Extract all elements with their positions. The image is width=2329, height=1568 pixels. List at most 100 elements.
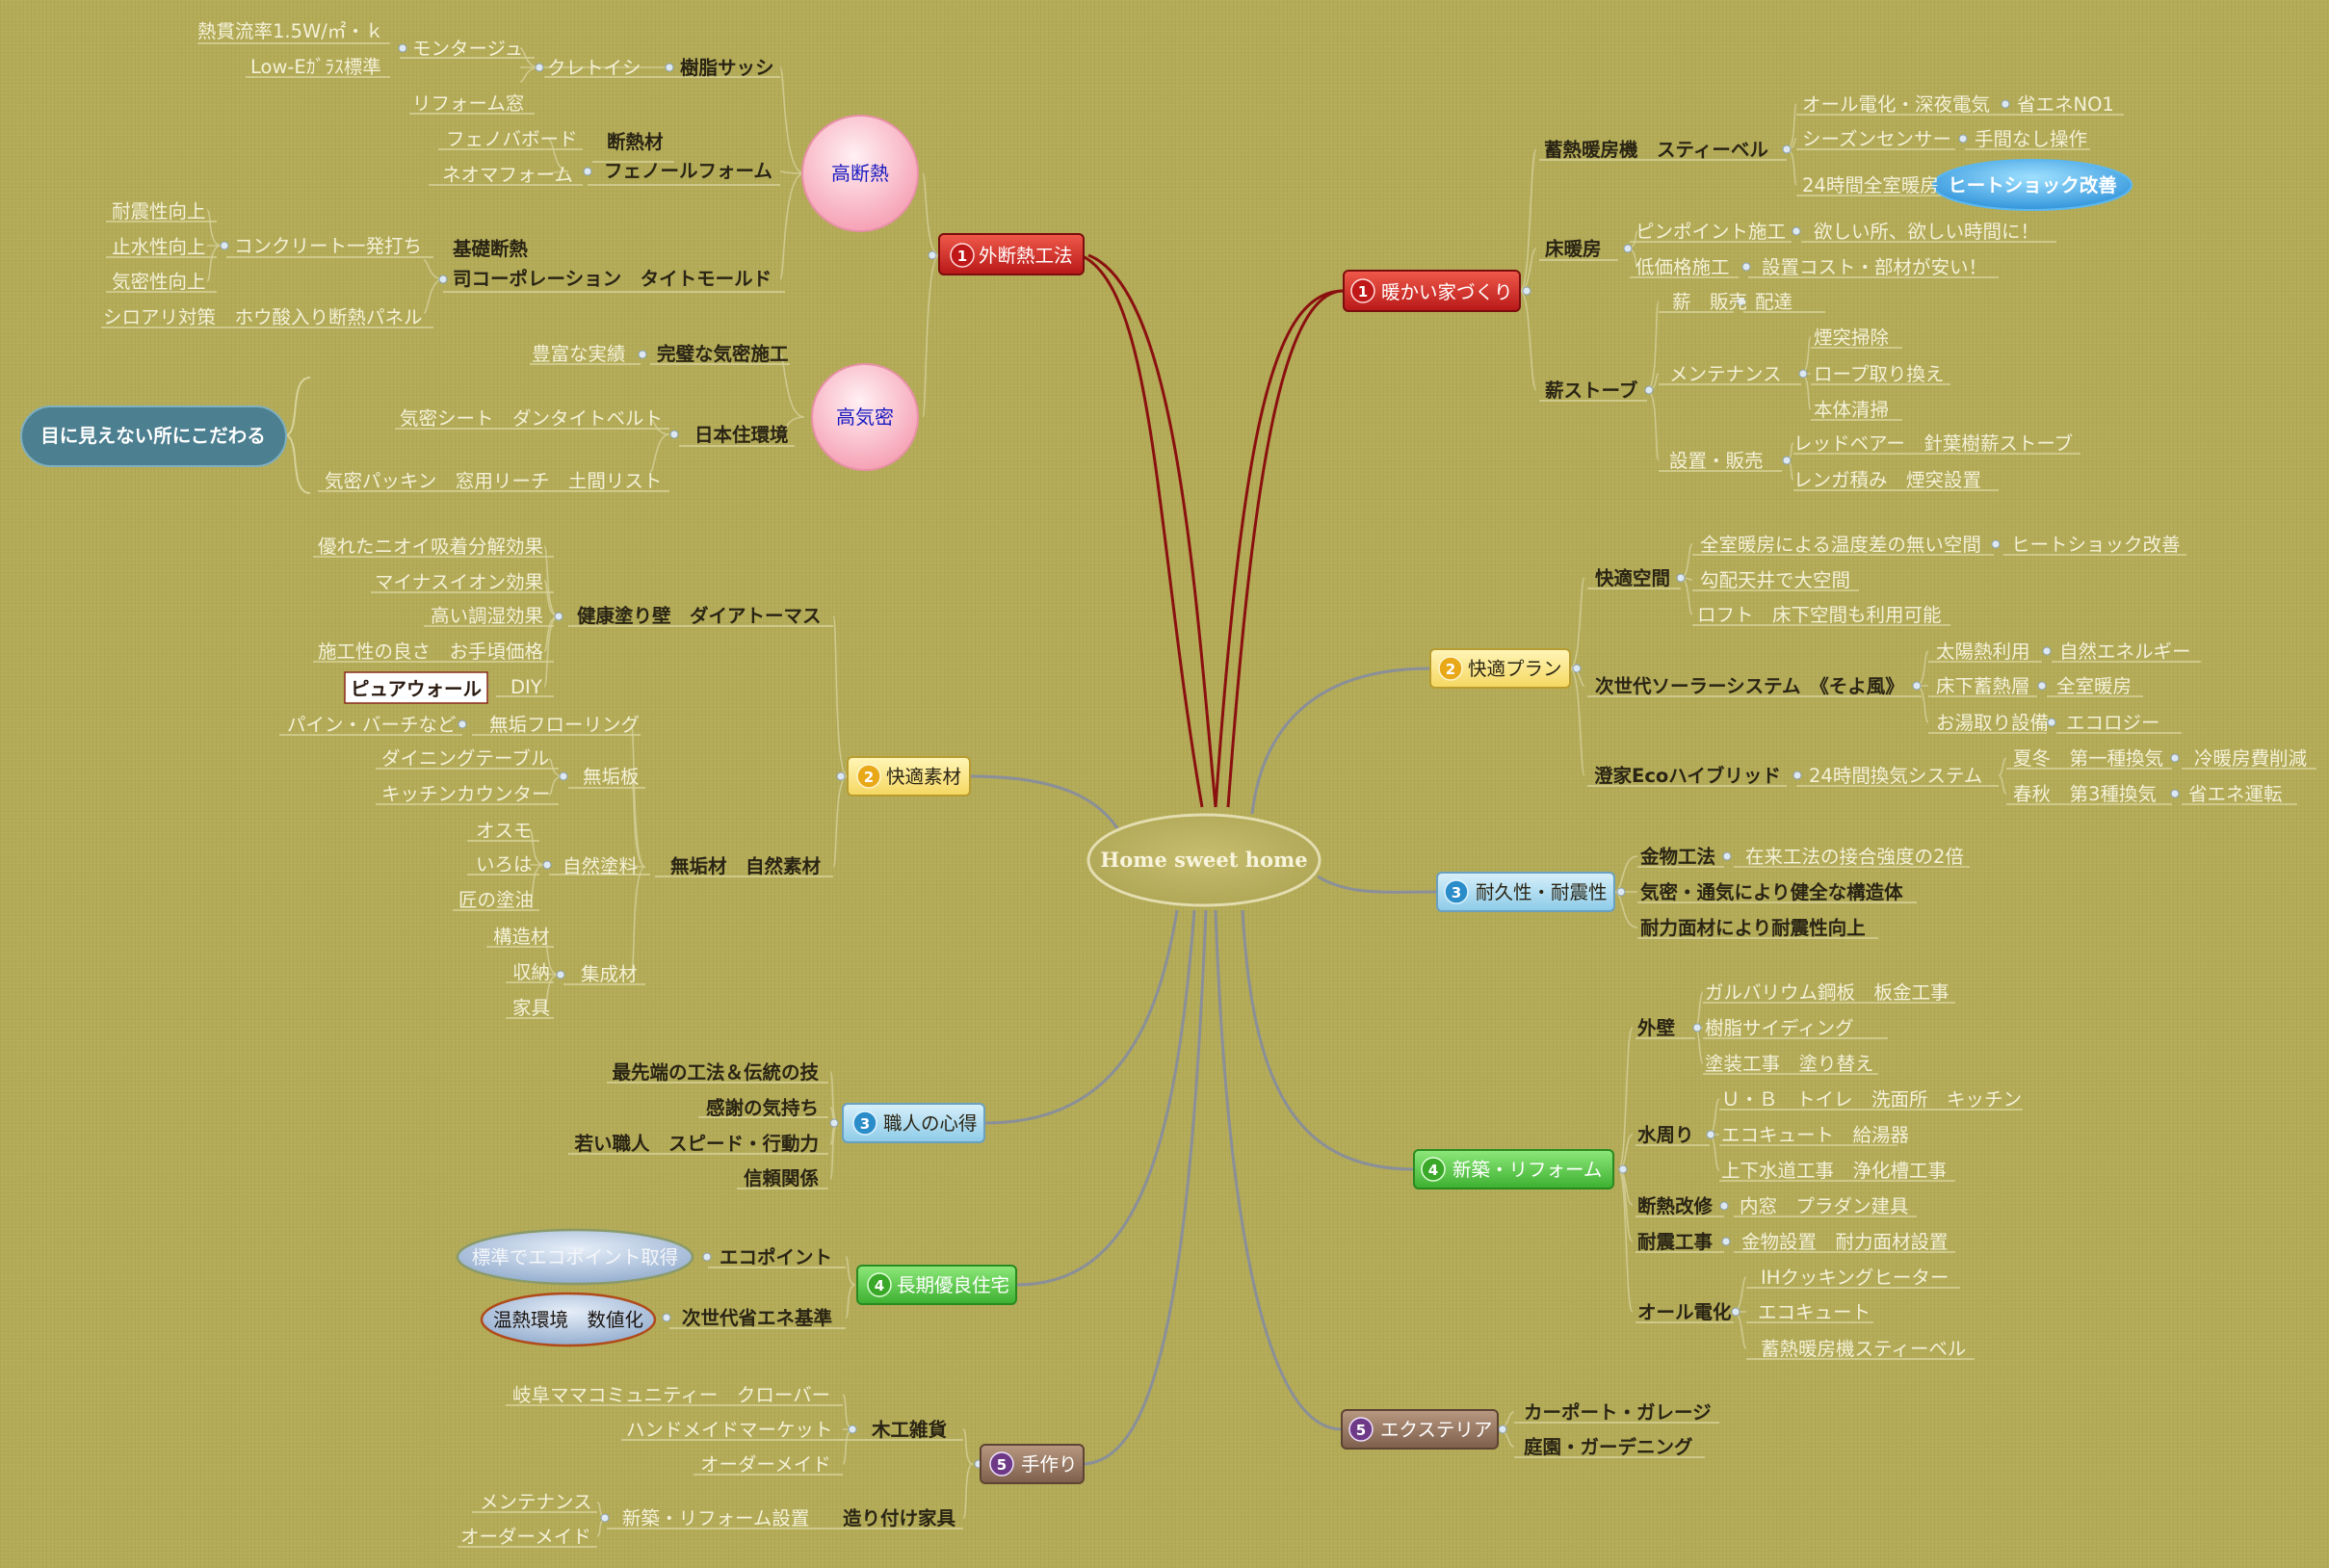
dining: ダイニングテーブル (381, 747, 549, 770)
b3-item-4: 信頼関係 (744, 1167, 820, 1189)
order2: オーダーメイド (460, 1526, 591, 1548)
gaiheki: 外壁 (1637, 1017, 1675, 1039)
carport: カーポート・ガレージ (1524, 1401, 1712, 1424)
setsubi: 設置・販売 (1669, 450, 1764, 472)
sumiie: 澄家Ecoハイブリッド (1594, 765, 1781, 787)
branch-r5 (1214, 909, 1343, 1431)
node-r1[interactable] (1343, 270, 1521, 312)
shuseizai: 集成材 (581, 963, 638, 985)
branch-l1 (1214, 289, 1345, 808)
node-l2-num: 2 (864, 769, 874, 786)
zenshitsudanbou: 全室暖房による温度差の無い空間 (1700, 534, 1981, 556)
node-l3[interactable] (842, 1103, 985, 1143)
node-l3-num: 3 (860, 1115, 870, 1133)
node-r2-num: 2 (1446, 661, 1455, 678)
hontai: 本体清掃 (1814, 399, 1889, 421)
heatshock-ellipse[interactable] (1932, 159, 2133, 211)
kokimitsu-label: 高気密 (836, 405, 894, 429)
hyoujun-label: 標準でエコポイント取得 (472, 1246, 679, 1268)
jushisiding: 樹脂サイディング (1705, 1017, 1854, 1039)
concrete: コンクリート一発打ち (234, 235, 422, 257)
node-r1-num: 1 (1358, 283, 1368, 301)
mizumawari: 水周り (1637, 1124, 1694, 1146)
shoene: 省エネNO1 (2017, 93, 2114, 116)
tairyoku: 耐力面材により耐震性向上 (1640, 917, 1866, 939)
shoeneunten: 省エネ運転 (2188, 783, 2283, 805)
shizentoryo: 自然塗料 (563, 855, 638, 877)
kodannetsu-label: 高断熱 (831, 162, 889, 185)
main-branches (970, 253, 1438, 1466)
node-l5-num: 5 (997, 1456, 1007, 1474)
heat2: ヒートショック改善 (2011, 534, 2181, 556)
makistove: 薪ストーブ (1545, 379, 1638, 402)
kanki: 24時間換気システム (1809, 765, 1982, 787)
jushi: 樹脂サッシ (680, 57, 774, 79)
fenoboard: フェノバボード (446, 128, 578, 150)
zenshitsu: 24時間全室暖房 (1802, 174, 1939, 196)
pine: パイン・バーチなど (287, 714, 457, 736)
neoma: ネオマフォーム (442, 164, 573, 186)
branch-r3 (1317, 875, 1438, 894)
dannetsuzai: 断熱材 (607, 131, 664, 153)
node-r3-label: 耐久性・耐震性 (1476, 881, 1608, 903)
kouzouzai: 構造材 (493, 926, 550, 948)
natsu: 夏冬 第一種換気 (2013, 747, 2163, 770)
node-r3-num: 3 (1452, 884, 1461, 902)
node-l1[interactable] (938, 233, 1085, 275)
kimitsu: 気密性向上 (112, 271, 206, 293)
node-r5[interactable] (1341, 1409, 1499, 1450)
node-l4-num: 4 (875, 1277, 884, 1294)
node-r3[interactable] (1436, 872, 1615, 912)
koubai: 勾配天井で大空間 (1700, 569, 1850, 591)
taiyou: 太陽熱利用 (1936, 640, 2030, 663)
gifu: 岐阜ママコミュニティー クローバー (512, 1384, 830, 1406)
node-r1-label: 暖かい家づくり (1381, 281, 1513, 303)
node-r2[interactable] (1429, 648, 1571, 689)
maki: 薪 販売 (1672, 291, 1747, 313)
lowe: Low-Eｶﾞﾗｽ標準 (250, 56, 381, 78)
branch-r2 (1250, 666, 1431, 815)
node-kokimitsu[interactable] (811, 363, 919, 471)
branch-l1b (1226, 289, 1345, 808)
osmo: オスモ (476, 820, 533, 842)
purewall-box[interactable] (344, 671, 488, 704)
callout-box[interactable] (20, 405, 287, 467)
chikunetsu2: 蓄熱暖房機スティーベル (1761, 1338, 1966, 1360)
kureto: クレトイシ (547, 57, 641, 79)
jougesui: 上下水道工事 浄化槽工事 (1721, 1160, 1947, 1182)
takumi: 匠の塗油 (458, 889, 534, 911)
node-l2[interactable] (847, 756, 971, 797)
onnetsu-ellipse[interactable] (480, 1292, 657, 1347)
alldenka: オール電化・深夜電気 (1802, 93, 1990, 116)
haitatsu: 配達 (1755, 291, 1793, 313)
heatshock-label: ヒートショック改善 (1948, 174, 2117, 196)
node-l5[interactable] (980, 1444, 1085, 1484)
kimitsusheet: 気密シート ダンタイトベルト (400, 407, 663, 430)
season: シーズンセンサー (1802, 128, 1951, 150)
node-l4-label: 長期優良住宅 (897, 1274, 1009, 1296)
center-node[interactable] (1086, 813, 1322, 907)
node-kodannetsu[interactable] (801, 115, 919, 232)
node-r4-num: 4 (1428, 1162, 1438, 1179)
node-l4[interactable] (856, 1265, 1017, 1305)
taishinkouji: 耐震工事 (1637, 1231, 1713, 1253)
node-l3-label: 職人の心得 (883, 1112, 978, 1135)
b3-item-3: 若い職人 スピード・行動力 (574, 1133, 819, 1155)
callout-label: 目に見えない所にこだわる (40, 425, 266, 447)
branch-l4 (1015, 909, 1196, 1287)
node-r2-label: 快適プラン (1468, 658, 1562, 680)
yukashita: 床下蓄熱層 (1936, 675, 2030, 697)
node-r4[interactable] (1413, 1149, 1614, 1189)
chousitsu: 高い調湿効果 (431, 605, 543, 627)
purewall-label: ピュアウォール (351, 678, 483, 700)
ecopoint-ellipse[interactable] (456, 1228, 694, 1286)
hoshii: 欲しい所、欲しい時間に！ (1814, 221, 2039, 243)
mukuflooring: 無垢フローリング (489, 714, 640, 736)
tsukasa: 司コーポレーション タイトモールド (453, 268, 772, 290)
sekou: 施工性の良さ お手頃価格 (318, 640, 544, 663)
kanpeki: 完璧な気密施工 (657, 343, 789, 365)
solar: 次世代ソーラーシステム 《そよ風》 (1595, 675, 1904, 697)
mokkou: 木工雑貨 (871, 1419, 948, 1441)
